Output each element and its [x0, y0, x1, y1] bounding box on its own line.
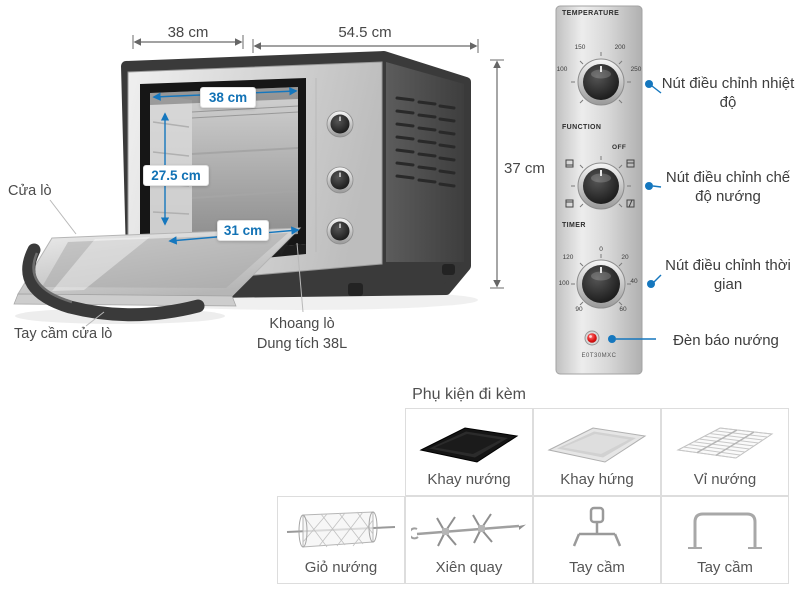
- accessory-label: Tay cầm: [697, 559, 753, 576]
- accessory-cell-rotisserie-basket: Giỏ nướng: [277, 496, 405, 584]
- timer-tick: 60: [619, 306, 627, 313]
- temp-tick: 200: [614, 44, 626, 51]
- timer-tick: 90: [575, 306, 583, 313]
- accessory-label: Giỏ nướng: [304, 559, 378, 576]
- accessory-label: Khay hứng: [560, 471, 634, 488]
- temp-tick: 100: [556, 66, 568, 73]
- temp-tick: 150: [574, 44, 586, 51]
- accessory-cell-rack-handle: Tay cầm: [661, 496, 789, 584]
- accessories-title: Phụ kiện đi kèm: [412, 386, 526, 403]
- panel-function-label: FUNCTION: [562, 124, 602, 131]
- timer-tick: 0: [599, 246, 603, 253]
- timer-tick: 40: [630, 278, 638, 285]
- cavity-name: Khoang lò: [269, 316, 335, 332]
- accessory-cell-tray-handle: Tay cầm: [533, 496, 661, 584]
- rack-handle-icon: [667, 502, 783, 563]
- door-handle-label: Tay cầm cửa lò: [14, 326, 113, 342]
- panel-temperature-label: TEMPERATURE: [562, 10, 620, 17]
- cavity-capacity: Dung tích 38L: [256, 336, 348, 352]
- panel-model-code: E0T30MXC: [581, 353, 617, 359]
- callout-markers: [608, 80, 662, 343]
- drip-tray-icon: [539, 414, 655, 475]
- knob-tick-marks: [571, 52, 631, 104]
- inner-width-dimension: 38 cm: [200, 87, 256, 108]
- outer-depth-dimension: 38 cm: [167, 24, 209, 41]
- front-knobs: [326, 110, 354, 245]
- callout-timer-knob: Nút điều chỉnh thời gian: [665, 257, 791, 293]
- function-knob: [577, 162, 625, 210]
- outer-height-dimension: 37 cm: [504, 160, 545, 177]
- timer-tick: 100: [558, 280, 570, 287]
- panel-timer-label: TIMER: [562, 222, 586, 229]
- cavity-label: Khoang lò Dung tích 38L: [236, 314, 368, 354]
- callout-indicator-light: Đèn báo nướng: [673, 332, 779, 349]
- indicator-light: [584, 330, 600, 346]
- panel-off-label: OFF: [612, 144, 627, 151]
- baking-tray-icon: [411, 414, 527, 475]
- callout-dot-light: [608, 335, 616, 343]
- accessory-label: Khay nướng: [427, 471, 511, 488]
- label-connector-lines: [49, 199, 304, 327]
- outer-width-dimension: 54.5 cm: [338, 24, 392, 41]
- tray-handle-icon: [539, 502, 655, 563]
- timer-tick: 120: [562, 254, 574, 261]
- outer-dimension-arrows: [132, 35, 504, 289]
- front-timer-knob: [326, 217, 354, 245]
- callout-dot-timer: [647, 280, 655, 288]
- callout-lines: [616, 85, 662, 340]
- temp-tick: 250: [630, 66, 642, 73]
- inner-height-dimension: 27.5 cm: [143, 165, 209, 186]
- rotisserie-skewer-icon: [408, 502, 527, 563]
- callout-function-knob: Nút điều chỉnh chế độ nướng: [665, 169, 791, 205]
- accessory-cell-drip-tray: Khay hứng: [533, 408, 661, 496]
- grill-rack-icon: [667, 414, 783, 475]
- callout-dot-temperature: [645, 80, 653, 88]
- heating-elements: [191, 105, 299, 119]
- temperature-knob: [577, 58, 625, 106]
- timer-knob: [576, 259, 626, 309]
- accessory-cell-rotisserie-skewer: Xiên quay: [405, 496, 533, 584]
- front-temperature-knob: [326, 110, 354, 138]
- accessory-cell-baking-tray: Khay nướng: [405, 408, 533, 496]
- front-function-knob: [326, 166, 354, 194]
- side-vents: [395, 96, 456, 188]
- accessory-label: Vỉ nướng: [693, 471, 757, 488]
- door-handle: [22, 243, 205, 322]
- accessory-label: Xiên quay: [435, 559, 503, 576]
- callout-dot-function: [645, 182, 653, 190]
- callout-temperature-knob: Nút điều chỉnh nhiệt độ: [661, 75, 795, 111]
- accessory-cell-grill-rack: Vỉ nướng: [661, 408, 789, 496]
- inner-depth-dimension: 31 cm: [217, 220, 269, 241]
- oven-racks: [191, 147, 299, 199]
- accessory-label: Tay cầm: [569, 559, 625, 576]
- control-panel: [555, 5, 643, 375]
- rotisserie-basket-icon: [283, 502, 399, 563]
- function-mode-icons: [565, 159, 635, 208]
- door-label: Cửa lò: [8, 183, 52, 199]
- timer-tick: 20: [621, 254, 629, 261]
